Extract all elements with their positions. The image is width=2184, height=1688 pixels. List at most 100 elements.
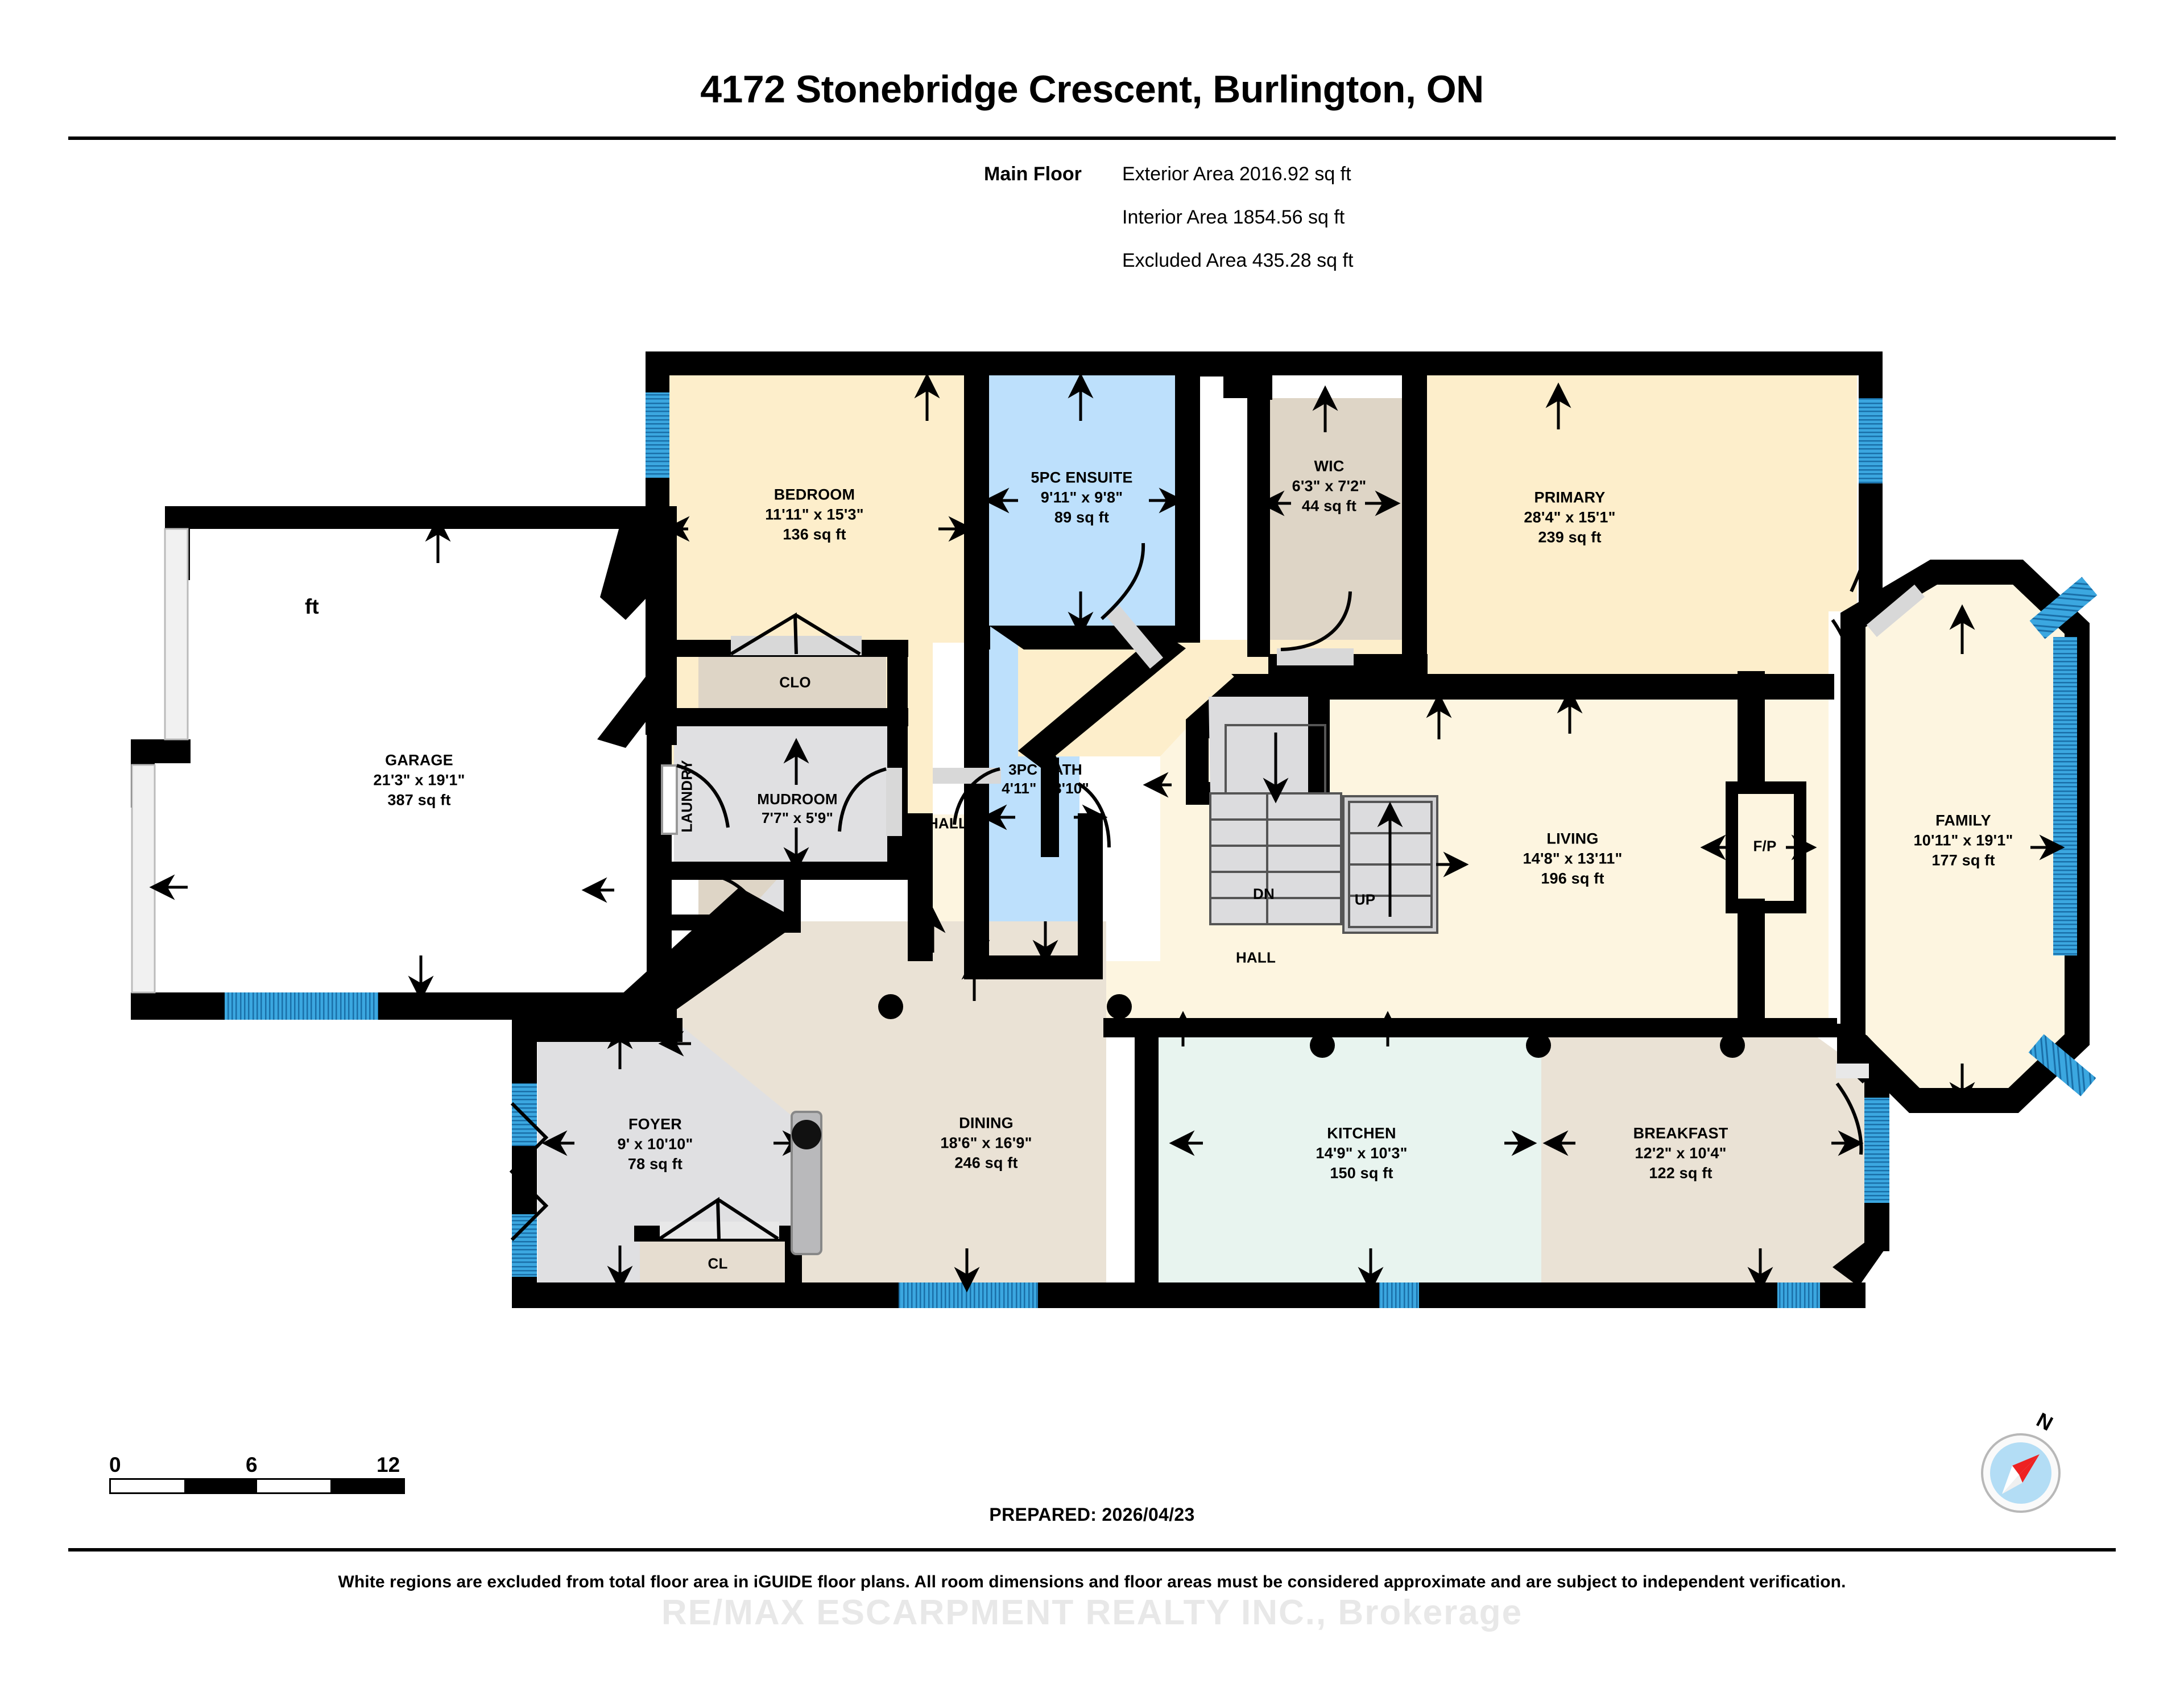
fill-kitchen xyxy=(1157,1035,1541,1291)
wall-clo-bottom xyxy=(669,708,908,726)
wall-ensuite-bot3 xyxy=(964,626,990,649)
stairs-up xyxy=(1342,795,1438,934)
stairs-down xyxy=(1209,733,1342,925)
window-family-east xyxy=(2053,637,2077,955)
door-cl-mud-swing xyxy=(716,874,764,922)
fixture-dots xyxy=(791,994,1745,1255)
wall-bottom-right xyxy=(1103,1282,1863,1308)
fill-clo xyxy=(698,651,886,711)
fill-breakfast xyxy=(1541,1035,1854,1291)
door-clfoyer-r xyxy=(718,1198,779,1240)
scale-unit-label: ft xyxy=(305,595,319,618)
window-bedroom-left xyxy=(646,392,669,478)
fill-laundry-strip xyxy=(674,722,701,864)
window-kitchen-bottom xyxy=(1379,1282,1419,1308)
scale-seg-1 xyxy=(111,1480,184,1492)
scale-tick-0: 0 xyxy=(109,1453,121,1476)
wall-right-upper xyxy=(1859,351,1883,619)
doors xyxy=(509,528,1925,1242)
floor-label: Main Floor xyxy=(984,163,1082,185)
fill-family xyxy=(1857,577,2070,1095)
wall-bf-corner-b xyxy=(1833,1243,1889,1286)
wall-clo-right xyxy=(887,640,908,714)
garage-door-left-upper xyxy=(164,528,189,740)
scale-bar: 0 6 12 xyxy=(109,1453,405,1494)
fill-garage xyxy=(131,512,665,1018)
wall-kitchen-left xyxy=(1135,1024,1159,1285)
brokerage-watermark: RE/MAX ESCARPMENT REALTY INC., Brokerage xyxy=(661,1593,1523,1632)
dot-kitchen-2 xyxy=(1526,1033,1551,1058)
wall-wic-step-v xyxy=(1223,364,1248,398)
room-fills xyxy=(131,373,2070,1297)
fill-ensuite xyxy=(988,373,1176,637)
scale-bar-segments xyxy=(109,1478,405,1494)
dot-kitchen-1 xyxy=(1310,1033,1335,1058)
wall-wic-left2 xyxy=(1247,398,1270,657)
wall-breakfast-top xyxy=(1541,1018,1837,1037)
fill-breakfast-bay xyxy=(1814,1035,1866,1291)
fill-dining-upper xyxy=(728,921,1106,1291)
fill-wic xyxy=(1268,398,1402,682)
door-family-panel xyxy=(1866,584,1925,638)
scale-tick-12: 12 xyxy=(377,1453,400,1476)
wall-foyer-top xyxy=(512,1018,682,1042)
wall-bath-bottom xyxy=(964,955,1103,979)
wall-garage-bottom xyxy=(131,992,677,1020)
door-clo-swing-r xyxy=(795,614,861,656)
window-family-se xyxy=(2028,1034,2096,1097)
wall-hall-mud-left xyxy=(908,813,933,961)
wall-bath-right xyxy=(1078,813,1103,967)
windows xyxy=(131,392,2098,1308)
footer-divider xyxy=(68,1548,2116,1552)
wall-living-top xyxy=(1231,674,1834,700)
door-ensuite-panel xyxy=(1106,605,1164,669)
wall-garage-top xyxy=(165,506,677,529)
window-garage-bottom xyxy=(225,992,378,1020)
dot-dining-2 xyxy=(1107,994,1132,1019)
window-breakfast-right xyxy=(1864,1098,1889,1203)
door-hall-bath-swing xyxy=(953,767,1000,825)
wall-bed-ensuite xyxy=(964,375,989,819)
window-family-ne xyxy=(2029,577,2098,639)
wall-ensuite-wic xyxy=(1175,375,1200,643)
area-summary: Main Floor Exterior Area 2016.92 sq ft I… xyxy=(984,152,1353,282)
wall-living-left xyxy=(1186,719,1209,793)
wall-fp-lower-l xyxy=(1738,899,1765,1018)
window-breakfast-bottom xyxy=(1777,1282,1820,1308)
wall-ensuite-diag xyxy=(1018,631,1186,768)
door-mud-garage-panel xyxy=(661,764,678,835)
scale-seg-2 xyxy=(184,1480,257,1492)
door-family-swing xyxy=(1850,528,1871,593)
wall-wic-right xyxy=(1402,375,1427,660)
exterior-area: Exterior Area 2016.92 sq ft xyxy=(1122,163,1351,185)
stair-landing xyxy=(1209,697,1308,793)
fill-primary xyxy=(1177,373,1857,682)
wall-bath-inner xyxy=(1041,758,1059,857)
scale-tick-6: 6 xyxy=(246,1453,258,1476)
door-primary-swing xyxy=(1831,619,1855,689)
compass-icon xyxy=(1981,1433,2061,1513)
wall-garage-right2 xyxy=(651,700,677,745)
dot-breakfast-1 xyxy=(1720,1033,1745,1058)
page-title: 4172 Stonebridge Crescent, Burlington, O… xyxy=(700,68,1484,111)
header-divider xyxy=(68,136,2116,140)
prepared-date: PREPARED: 2026/04/23 xyxy=(989,1504,1195,1525)
wall-fp-upper-l xyxy=(1738,671,1765,793)
excluded-area: Excluded Area 435.28 sq ft xyxy=(1122,250,1354,271)
stairs xyxy=(1209,697,1438,934)
dot-dining-1 xyxy=(878,994,903,1019)
door-clo-swing-l xyxy=(730,612,798,656)
door-wic-swing xyxy=(1280,591,1352,651)
door-mud-hall-panel xyxy=(886,768,902,836)
interior-area: Interior Area 1854.56 sq ft xyxy=(1122,206,1345,228)
garage-door-left-lower xyxy=(131,764,156,994)
scale-seg-4 xyxy=(330,1480,403,1492)
door-breakfast-panel xyxy=(1836,1064,1869,1078)
wall-stair-right xyxy=(1308,697,1330,805)
fill-bedroom xyxy=(668,373,964,643)
dot-column xyxy=(792,1120,821,1149)
window-foyer-lower xyxy=(512,1214,537,1277)
door-wic-panel xyxy=(1277,648,1354,665)
door-mud-garage-swing xyxy=(676,764,730,828)
